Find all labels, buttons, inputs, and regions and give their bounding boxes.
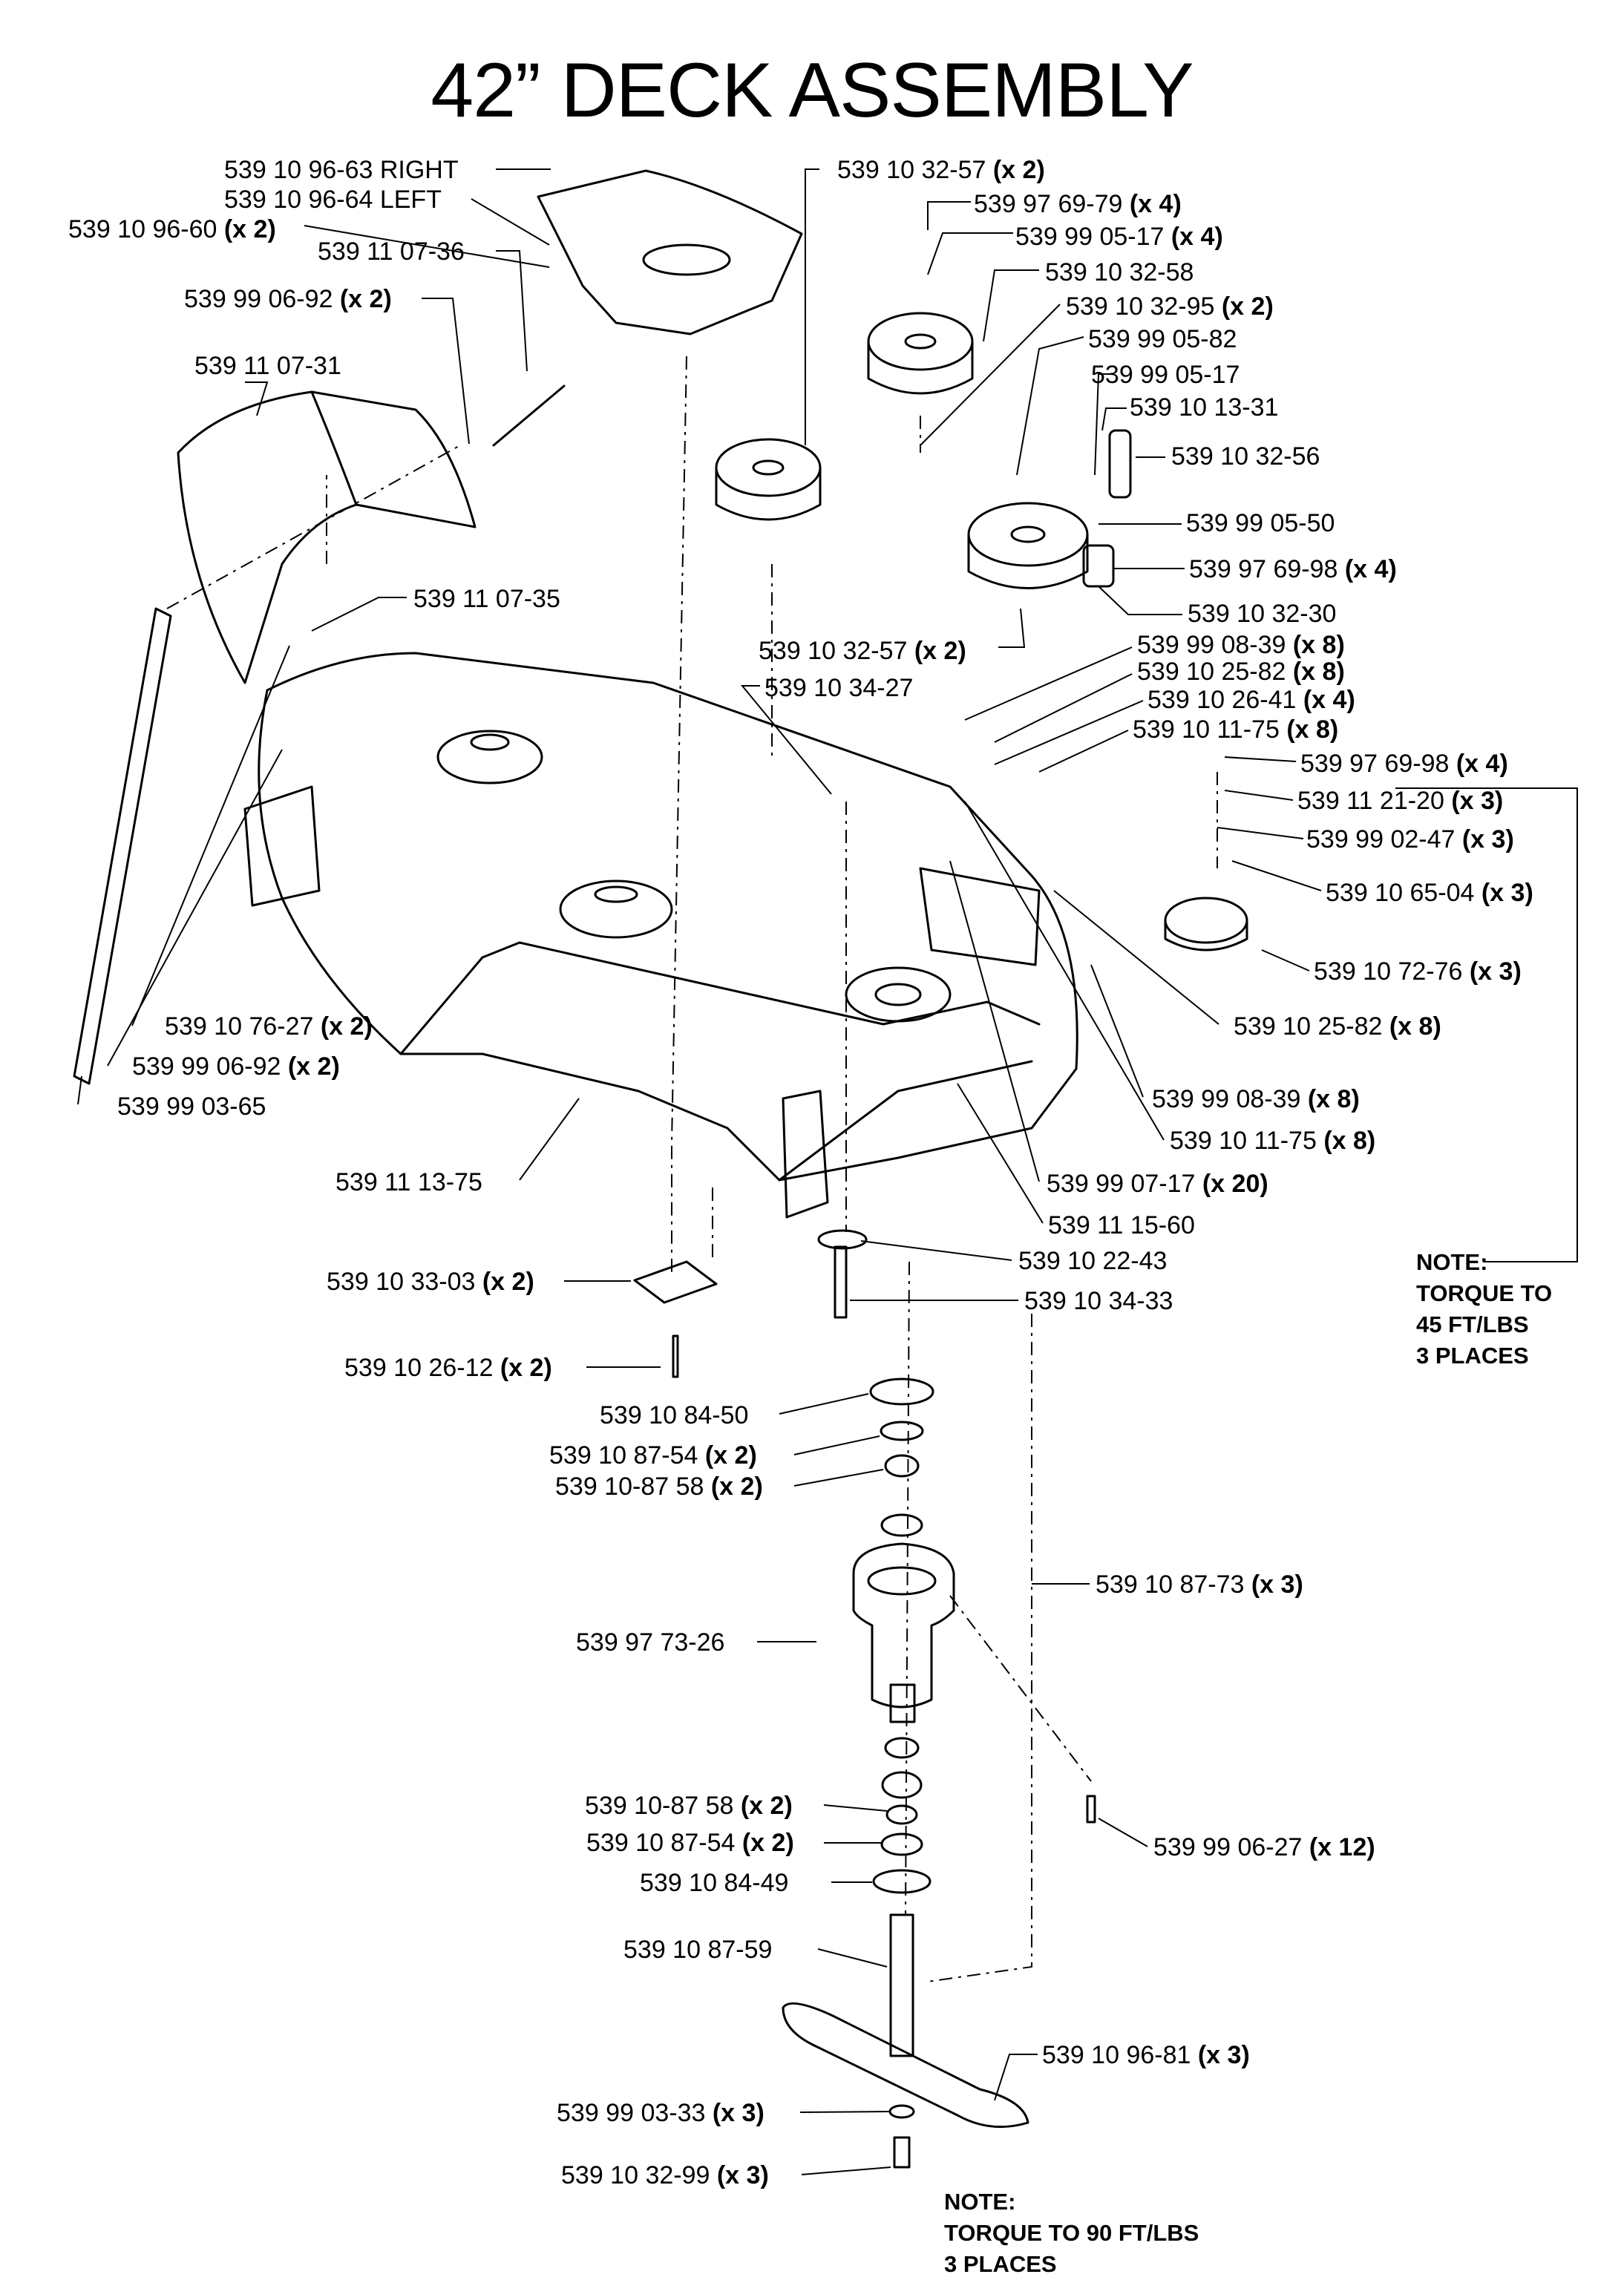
callout-84-49: 539 10 84-49	[640, 1869, 789, 1897]
front-bracket	[782, 1090, 829, 1219]
callout-87-58-bottom: 539 10-87 58 (x 2)	[585, 1792, 793, 1820]
mower-blade	[782, 2002, 1029, 2129]
pivot-rod	[492, 384, 566, 447]
torque-note-45: NOTE: TORQUE TO 45 FT/LBS 3 PLACES	[1416, 1249, 1553, 1369]
callout-25-82-right: 539 10 25-82 (x 8)	[1234, 1012, 1441, 1041]
seal-87-54-top	[880, 1421, 924, 1441]
callout-03-33: 539 99 03-33 (x 3)	[557, 2099, 764, 2127]
callout-26-12: 539 10 26-12 (x 2)	[344, 1354, 552, 1382]
callout-13-31: 539 10 13-31	[1130, 393, 1279, 422]
callout-32-58: 539 10 32-58	[1045, 258, 1194, 286]
callout-08-39-right: 539 99 08-39 (x 8)	[1152, 1085, 1360, 1113]
washer-84-49	[872, 1869, 931, 1894]
rear-bracket	[919, 867, 1041, 966]
callout-84-50: 539 10 84-50	[600, 1401, 749, 1429]
callout-72-76: 539 10 72-76 (x 3)	[1314, 957, 1522, 986]
callout-22-43: 539 10 22-43	[1018, 1247, 1168, 1275]
callout-25-82-top: 539 10 25-82 (x 8)	[1137, 658, 1345, 686]
plate-33-03	[633, 1260, 718, 1304]
callout-deflector-right: 539 10 96-63 RIGHT	[224, 156, 459, 184]
bearing-bottom	[881, 1771, 923, 1799]
callout-33-03: 539 10 33-03 (x 2)	[327, 1268, 534, 1296]
page-title: 42” DECK ASSEMBLY	[430, 48, 1194, 134]
deflector-chute	[177, 390, 477, 684]
callout-08-39-top: 539 99 08-39 (x 8)	[1137, 631, 1345, 659]
belt-shield	[537, 169, 803, 335]
callout-34-33: 539 10 34-33	[1024, 1287, 1173, 1315]
callout-deflector-left: 539 10 96-64 LEFT	[224, 186, 442, 214]
callout-87-73: 539 10 87-73 (x 3)	[1096, 1570, 1303, 1599]
callout-73-26: 539 97 73-26	[576, 1628, 725, 1657]
callout-32-57-mid: 539 10 32-57 (x 2)	[759, 637, 966, 665]
callout-02-47: 539 99 02-47 (x 3)	[1306, 825, 1514, 854]
callout-32-56: 539 10 32-56	[1171, 442, 1320, 471]
spindle-housing	[852, 1542, 955, 1709]
callout-11-75-right: 539 10 11-75 (x 8)	[1170, 1127, 1376, 1155]
callout-87-54-top: 539 10 87-54 (x 2)	[549, 1441, 757, 1470]
callout-87-59: 539 10 87-59	[623, 1936, 773, 1964]
callout-26-41: 539 10 26-41 (x 4)	[1147, 686, 1355, 714]
bolt-06-27	[1086, 1795, 1096, 1824]
callout-87-54-bottom: 539 10 87-54 (x 2)	[586, 1829, 794, 1857]
deck-housing	[258, 652, 1078, 1182]
callout-05-82: 539 99 05-82	[1088, 325, 1237, 353]
seal-87-54-lower	[880, 1832, 923, 1856]
stud-26-12	[672, 1334, 679, 1378]
callout-07-17: 539 99 07-17 (x 20)	[1047, 1170, 1268, 1198]
blade-bolt	[893, 2136, 911, 2169]
callout-11-75-top: 539 10 11-75 (x 8)	[1133, 715, 1339, 744]
callout-69-79: 539 97 69-79 (x 4)	[974, 190, 1182, 218]
callout-05-50: 539 99 05-50	[1186, 509, 1335, 537]
deck-spindle-opening-right	[845, 966, 952, 1023]
spacer-washer	[817, 1229, 868, 1250]
callout-76-27: 539 10 76-27 (x 2)	[165, 1012, 373, 1041]
callout-15-60: 539 11 15-60	[1048, 1211, 1195, 1239]
idler-spring	[1108, 429, 1132, 499]
side-bracket-left	[243, 785, 321, 907]
bearing-bottom-cup	[884, 1737, 920, 1759]
deck-pulley-center	[559, 879, 673, 939]
callout-65-04: 539 10 65-04 (x 3)	[1326, 879, 1533, 907]
spindle-pulley-right	[1164, 897, 1248, 944]
callout-05-17: 539 99 05-17	[1091, 361, 1240, 389]
callout-96-81: 539 10 96-81 (x 3)	[1042, 2041, 1250, 2069]
bearing-cup	[880, 1513, 923, 1537]
belt-shield-dome	[642, 243, 731, 276]
callout-03-65: 539 99 03-65	[117, 1092, 266, 1121]
spindle-shaft	[889, 1913, 914, 2057]
bolt-34-33	[834, 1245, 848, 1319]
callout-69-98-right: 539 97 69-98 (x 4)	[1300, 750, 1508, 778]
callout-07-36: 539 11 07-36	[318, 238, 465, 266]
washer-84-50	[869, 1378, 934, 1406]
blade-washer	[888, 2104, 915, 2119]
deck-pulley-left	[436, 730, 543, 784]
callout-32-30: 539 10 32-30	[1188, 600, 1337, 628]
spindle-spacer	[889, 1683, 916, 1723]
callout-06-27: 539 99 06-27 (x 12)	[1153, 1833, 1375, 1861]
callout-32-99: 539 10 32-99 (x 3)	[561, 2161, 769, 2189]
callout-96-60: 539 10 96-60 (x 2)	[68, 215, 276, 243]
bearing-top	[884, 1454, 920, 1478]
torque-note-90: NOTE: TORQUE TO 90 FT/LBS 3 PLACES	[944, 2189, 1199, 2277]
callout-32-57-top: 539 10 32-57 (x 2)	[837, 156, 1045, 184]
support-rod	[73, 607, 172, 1085]
callout-07-31: 539 11 07-31	[194, 352, 341, 380]
idler-pulley-a	[715, 438, 822, 497]
idler-pulley-b	[867, 312, 974, 371]
callout-13-75: 539 11 13-75	[335, 1168, 482, 1196]
bearing-87-58-lower	[885, 1804, 918, 1825]
callout-69-98-top: 539 97 69-98 (x 4)	[1189, 555, 1397, 583]
callout-05-17-x4: 539 99 05-17 (x 4)	[1015, 223, 1223, 251]
callout-34-27: 539 10 34-27	[764, 674, 914, 702]
callout-32-95: 539 10 32-95 (x 2)	[1066, 292, 1274, 321]
callout-21-20: 539 11 21-20 (x 3)	[1297, 787, 1504, 815]
callout-06-92-top: 539 99 06-92 (x 2)	[184, 285, 392, 313]
callout-07-35: 539 11 07-35	[413, 585, 560, 613]
callout-87-58-top: 539 10-87 58 (x 2)	[555, 1472, 763, 1501]
callout-06-92-left: 539 99 06-92 (x 2)	[132, 1052, 340, 1081]
idler-pulley-c	[967, 502, 1089, 567]
